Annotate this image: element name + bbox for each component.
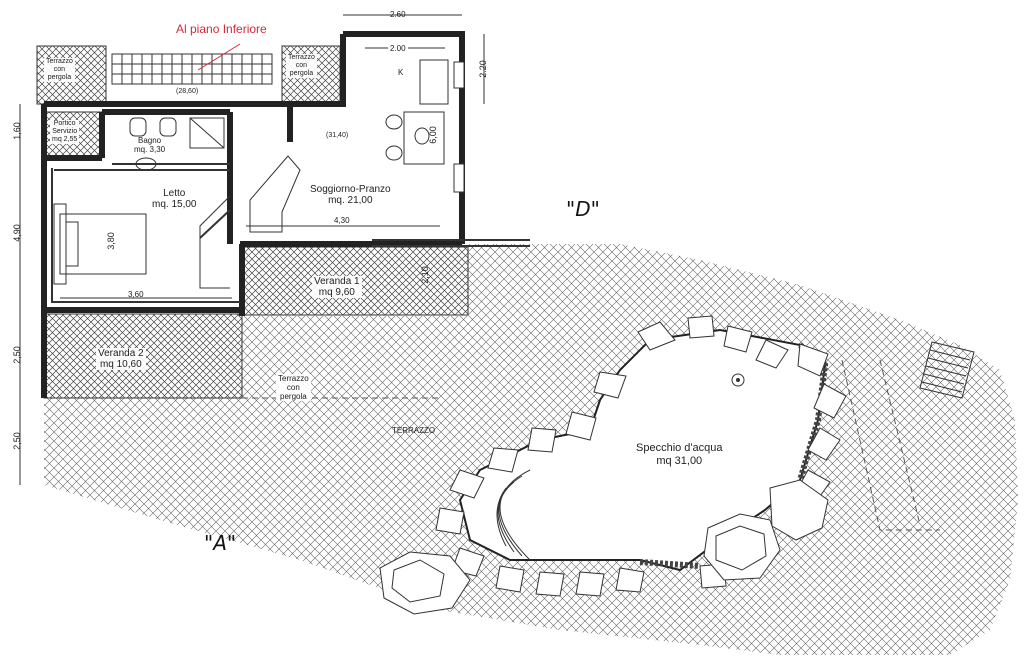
dim-left-490: 4,90 — [11, 224, 22, 242]
specchio-label: Specchio d'acqua mq 31,00 — [636, 442, 723, 467]
terrazzo-pergola-center: Terrazzo con pergola — [276, 374, 311, 401]
level-1: (28,60) — [176, 88, 199, 95]
dim-top-200: 2.00 — [388, 44, 408, 53]
dim-left-250b: 2,50 — [11, 432, 22, 450]
dim-top-260: 2.60 — [390, 10, 406, 19]
veranda2-label: Veranda 2 mq 10,60 — [96, 348, 146, 370]
terrazzo-pergola-top: Terrazzo con pergola — [286, 54, 317, 78]
kitchen-mark: K — [398, 68, 404, 77]
dim-360: 3,60 — [128, 290, 144, 299]
terrazzo-label: TERRAZZO — [392, 426, 436, 435]
dim-left-160: 1,60 — [11, 122, 22, 140]
dimension-lines — [19, 14, 485, 485]
stair-arrow — [197, 43, 241, 71]
zone-d-label: "D" — [566, 197, 600, 221]
dim-380: 3,80 — [105, 232, 116, 250]
zone-a-label: "A" — [204, 531, 237, 555]
terrazzo-pergola-left: Terrazzo con pergola — [44, 58, 75, 82]
sofa — [249, 155, 301, 233]
fountain-icon — [731, 373, 745, 387]
level-2: (31,40) — [326, 132, 349, 139]
stair-note: Al piano Inferiore — [176, 22, 267, 36]
kitchen-counter — [419, 59, 449, 105]
pond — [379, 315, 847, 615]
soggiorno-label: Soggiorno-Pranzo mq. 21,00 — [310, 184, 391, 206]
dining-table — [385, 111, 445, 165]
dim-right-220: 2.20 — [477, 60, 488, 78]
exterior-stairs — [919, 341, 975, 399]
dim-210: 2,10 — [419, 266, 430, 284]
bagno-label: Bagno mq. 3,30 — [134, 136, 166, 154]
veranda1-label: Veranda 1 mq 9,60 — [312, 276, 362, 298]
letto-label: Letto mq. 15,00 — [152, 188, 197, 210]
portico-label: Portico Servizio mq 2,55 — [50, 120, 80, 144]
stairs — [111, 53, 273, 85]
veranda1-hatch — [239, 246, 469, 316]
dim-left-250a: 2,50 — [11, 346, 22, 364]
bathroom-fixtures — [129, 117, 225, 171]
bed — [53, 203, 147, 285]
dim-430: 4,30 — [334, 216, 350, 225]
dim-600: 6,00 — [427, 126, 438, 144]
